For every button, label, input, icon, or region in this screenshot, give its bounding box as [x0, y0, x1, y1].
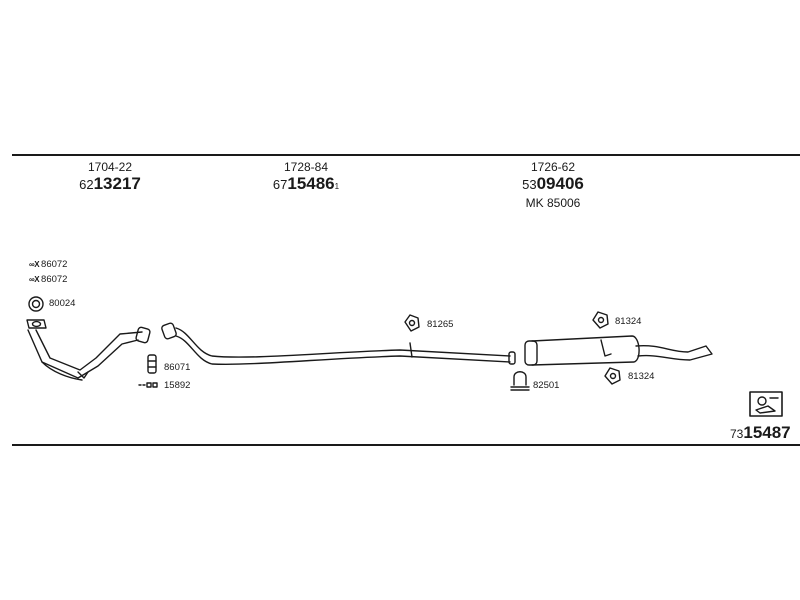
part-label: 81324: [628, 371, 655, 382]
part-label: 86071: [164, 362, 191, 373]
hanger-ring-icon: [604, 367, 621, 385]
reference-symbol-icon: [749, 391, 783, 417]
part-label: 81324: [615, 316, 642, 327]
hanger-ring-icon: [592, 311, 609, 329]
group-code: 1728-84: [283, 160, 329, 174]
group-part-number: 67154861: [272, 174, 340, 193]
group-code: 1704-22: [87, 160, 133, 174]
group-rear-silencer: 1726-62 5309406 MK 85006: [483, 160, 623, 211]
group-middle-pipe: 1728-84 67154861: [236, 160, 376, 195]
middle-pipe-shape: [161, 322, 516, 365]
group-front-pipe: 1704-22 6213217: [40, 160, 180, 195]
part-label: 82501: [533, 380, 560, 391]
gasket-ring-icon: [28, 296, 44, 312]
clamp-icon: [138, 382, 158, 388]
group-code: 1726-62: [530, 160, 576, 174]
part-label: 80024: [49, 298, 76, 309]
rubber-hanger-icon: [147, 354, 157, 374]
mounting-kit-number: MK 85006: [525, 196, 581, 210]
part-label: 15892: [164, 380, 191, 391]
flange-gasket-icon: [26, 319, 47, 329]
reference-number: 7315487: [730, 423, 791, 442]
top-divider-line: [12, 154, 800, 156]
u-clamp-icon: [510, 371, 530, 391]
hanger-ring-icon: [404, 314, 420, 332]
rear-silencer-shape: [524, 335, 713, 366]
group-part-number: 6213217: [79, 174, 141, 193]
part-label: 81265: [427, 319, 454, 330]
group-part-number: 5309406: [522, 174, 584, 193]
bottom-divider-line: [12, 444, 800, 446]
front-pipe-shape: [27, 326, 151, 381]
